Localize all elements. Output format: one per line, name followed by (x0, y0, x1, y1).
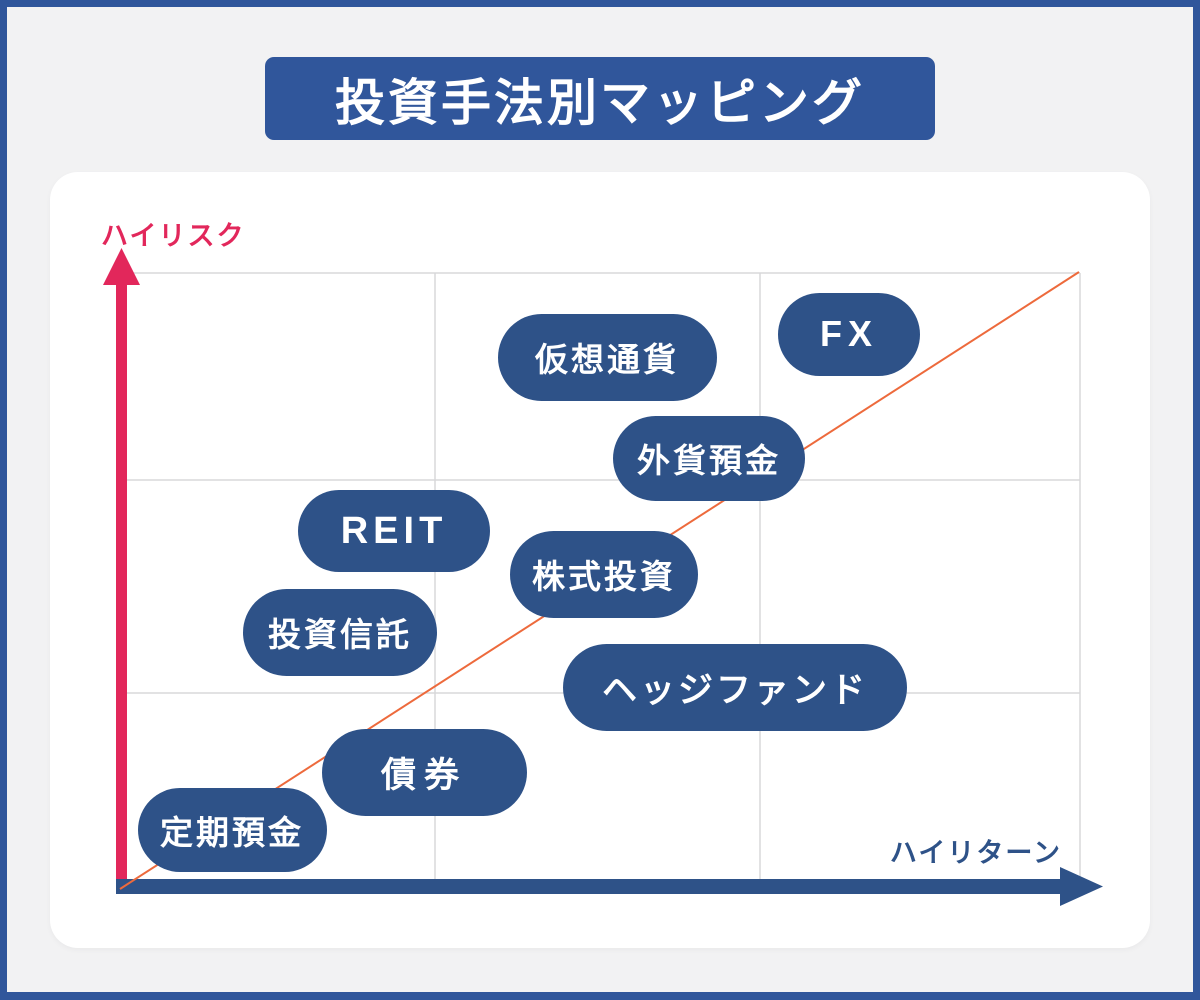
map-item-label: ヘッジファンド (601, 670, 868, 710)
map-item-pill: ヘッジファンド (563, 643, 907, 731)
map-item-pill: 投資信託 (243, 588, 437, 676)
map-item-pill: REIT (298, 490, 490, 572)
map-item-label: REIT (340, 509, 448, 552)
map-item-label: 定期預金 (160, 814, 304, 851)
map-item-label: 債券 (380, 755, 467, 795)
map-item-pill: 定期預金 (137, 788, 327, 872)
map-item-label: 仮想通貨 (535, 341, 679, 378)
title-banner: 投資手法別マッピング (265, 57, 935, 140)
map-item-label: FX (819, 313, 878, 354)
page-title: 投資手法別マッピング (335, 74, 865, 131)
map-item-label: 投資信託 (268, 616, 412, 653)
map-item-pill: 仮想通貨 (497, 313, 717, 401)
y-axis-label: ハイリスク (101, 221, 246, 251)
x-axis-label: ハイリターン (889, 838, 1062, 868)
map-item-label: 外貨預金 (637, 442, 781, 479)
map-item-pill: 株式投資 (510, 530, 698, 618)
map-item-pill: 債券 (321, 728, 527, 816)
map-item-label: 株式投資 (532, 558, 676, 595)
map-item-pill: FX (778, 292, 920, 376)
map-item-pill: 外貨預金 (613, 415, 805, 501)
